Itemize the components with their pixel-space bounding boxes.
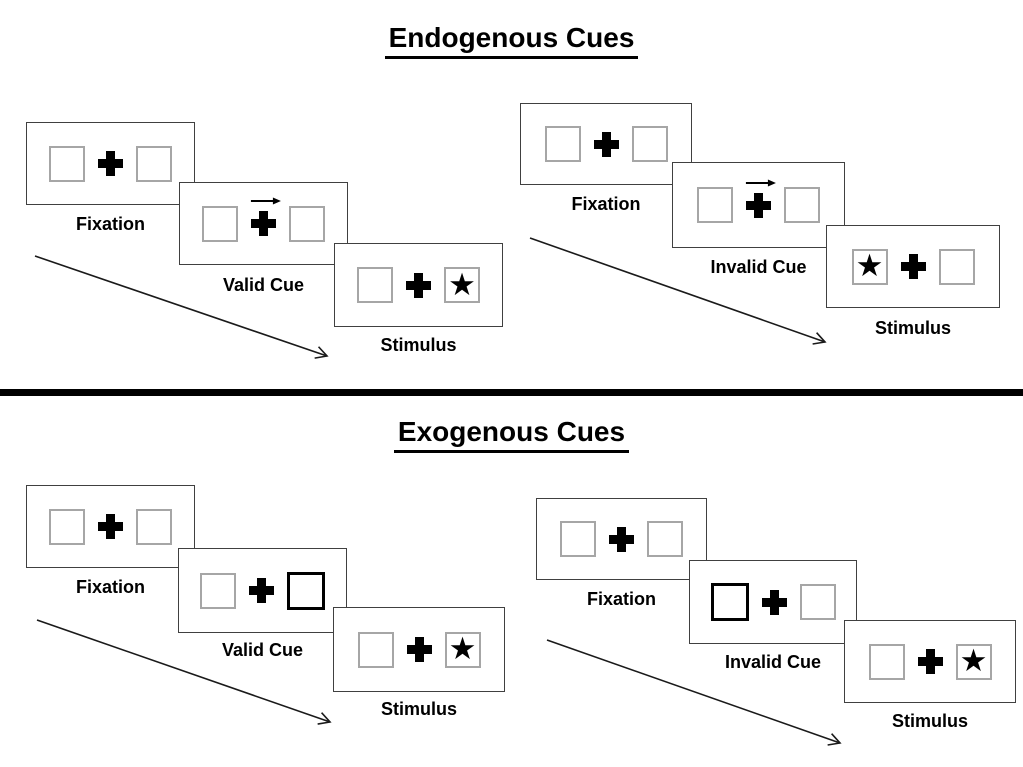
left-placeholder-box xyxy=(544,126,581,162)
fixation-cross-icon xyxy=(745,179,776,218)
exogenous-title-row: Exogenous Cues xyxy=(0,416,1023,453)
left-placeholder-box xyxy=(49,508,85,545)
fixation-cross-icon xyxy=(249,578,274,603)
stimulus-label: Stimulus xyxy=(874,318,951,338)
right-placeholder-box xyxy=(799,584,836,620)
right-placeholder-box xyxy=(938,248,975,285)
timeline-arrow-endogenous-valid xyxy=(34,255,329,359)
timeline-arrow-exogenous-valid xyxy=(36,619,332,725)
left-placeholder-box xyxy=(560,521,596,557)
invalid-cue-panel xyxy=(672,162,845,248)
left-target-box: ★ xyxy=(851,248,888,285)
fixation-cross-icon xyxy=(609,526,634,552)
stimulus-panel: ★ xyxy=(844,620,1016,703)
stimulus-panel: ★ xyxy=(334,243,503,327)
right-placeholder-box xyxy=(647,521,683,557)
right-target-box: ★ xyxy=(955,643,992,680)
stimulus-label: Stimulus xyxy=(891,711,968,731)
right-target-box: ★ xyxy=(444,267,480,303)
fixation-cross-icon xyxy=(761,589,787,615)
left-placeholder-box xyxy=(49,145,85,182)
fixation-cross-icon xyxy=(98,514,123,539)
right-arrow-cue-icon xyxy=(250,197,281,205)
left-highlighted-cue-box xyxy=(710,583,749,621)
section-divider xyxy=(0,389,1023,396)
left-placeholder-box xyxy=(200,572,236,609)
stimulus-panel: ★ xyxy=(333,607,505,692)
fixation-cross-icon xyxy=(406,637,432,662)
left-placeholder-box xyxy=(697,187,733,223)
valid-cue-panel xyxy=(179,182,348,265)
star-stimulus-icon: ★ xyxy=(448,631,477,666)
star-stimulus-icon: ★ xyxy=(448,266,476,302)
invalid-cue-label: Invalid Cue xyxy=(724,652,822,672)
fixation-panel xyxy=(26,485,195,568)
valid-cue-panel xyxy=(178,548,347,633)
left-placeholder-box xyxy=(357,631,394,668)
right-arrow-cue-icon xyxy=(745,179,776,186)
fixation-panel xyxy=(26,122,195,205)
fixation-cross-icon xyxy=(593,131,619,157)
timeline-arrow-endogenous-invalid xyxy=(529,237,827,345)
star-stimulus-icon: ★ xyxy=(959,643,988,678)
fixation-label: Fixation xyxy=(75,577,145,597)
right-placeholder-box xyxy=(631,126,668,162)
endogenous-section-title: Endogenous Cues xyxy=(384,22,639,59)
left-placeholder-box xyxy=(357,267,393,303)
fixation-cross-icon xyxy=(900,254,926,279)
exogenous-section-title: Exogenous Cues xyxy=(393,416,630,453)
valid-cue-label: Valid Cue xyxy=(222,275,305,295)
stimulus-panel: ★ xyxy=(826,225,1000,308)
fixation-panel xyxy=(520,103,692,185)
valid-cue-label: Valid Cue xyxy=(221,640,304,660)
right-highlighted-cue-box xyxy=(287,571,325,610)
left-placeholder-box xyxy=(868,643,905,680)
stimulus-label: Stimulus xyxy=(380,699,457,719)
fixation-label: Fixation xyxy=(571,194,641,214)
stimulus-label: Stimulus xyxy=(380,335,457,355)
invalid-cue-panel xyxy=(689,560,857,644)
fixation-panel xyxy=(536,498,707,580)
endogenous-title-row: Endogenous Cues xyxy=(0,22,1023,59)
fixation-cross-icon xyxy=(406,272,431,298)
invalid-cue-label: Invalid Cue xyxy=(710,257,807,277)
right-placeholder-box xyxy=(289,205,325,242)
fixation-label: Fixation xyxy=(586,589,656,609)
right-placeholder-box xyxy=(136,508,172,545)
left-placeholder-box xyxy=(202,205,238,242)
fixation-label: Fixation xyxy=(75,214,145,234)
fixation-cross-icon xyxy=(250,197,281,236)
fixation-cross-icon xyxy=(917,649,943,674)
fixation-cross-icon xyxy=(98,151,123,176)
star-stimulus-icon: ★ xyxy=(855,248,884,283)
right-placeholder-box xyxy=(784,187,820,223)
right-placeholder-box xyxy=(136,145,172,182)
right-target-box: ★ xyxy=(444,631,481,668)
